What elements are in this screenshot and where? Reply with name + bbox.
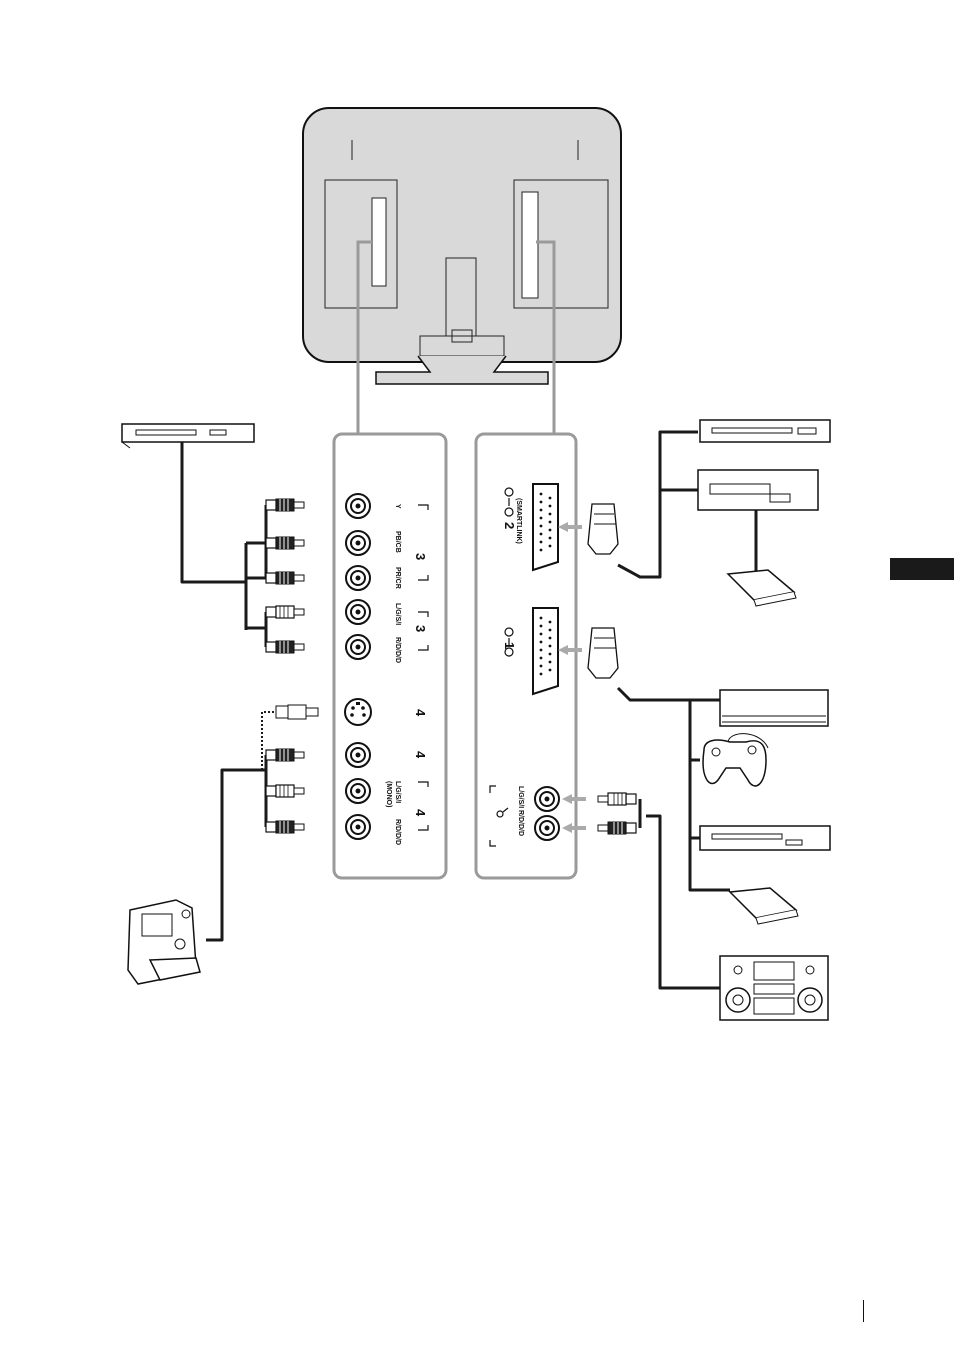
scart1-socket[interactable] <box>532 607 559 696</box>
dvd-player-right-icon <box>699 825 831 851</box>
rca-plugs-left <box>265 498 319 834</box>
component3-label: 3 <box>413 553 428 560</box>
scart-symbols <box>489 487 514 847</box>
svideo4-label: 4 <box>413 709 428 717</box>
audio-out-right-jack[interactable] <box>534 815 560 841</box>
audio3-right-label: R/D/D/D <box>394 637 401 663</box>
pb-label: PB/CB <box>394 531 401 553</box>
component-pr-jack[interactable] <box>345 565 371 591</box>
rca-plugs-right <box>597 792 637 835</box>
scart2-socket[interactable] <box>532 483 559 572</box>
cables <box>180 430 758 990</box>
label-brackets <box>418 504 429 831</box>
footer-rule <box>863 1300 864 1322</box>
audio4-right-label: R/D/D/D <box>394 819 401 845</box>
right-scart-panel <box>474 432 578 880</box>
component-y-jack[interactable] <box>345 493 371 519</box>
audio4-mono-label: (MONO) <box>385 781 392 807</box>
y-label: Y <box>394 504 401 509</box>
audio4-label: 4 <box>413 809 428 817</box>
hifi-system-icon <box>719 955 829 1021</box>
decoder-box-1-icon <box>726 569 797 607</box>
audio3-right-jack[interactable] <box>345 634 371 660</box>
video4-jack[interactable] <box>345 742 371 768</box>
audio-out-left-jack[interactable] <box>534 786 560 812</box>
decoder-box-2-icon <box>728 887 799 925</box>
vcr-top-right-icon <box>699 419 831 443</box>
scart2-sub-label: (SMARTLINK) <box>515 498 522 544</box>
game-console-icon <box>702 689 829 787</box>
callout-lines <box>356 240 556 434</box>
pr-label: PR/CR <box>394 567 401 589</box>
audio4-left-label: L/G/S/I <box>394 781 401 803</box>
dotted-svideo-cable <box>261 711 276 770</box>
audio4-right-jack[interactable] <box>345 814 371 840</box>
audio3-left-jack[interactable] <box>345 599 371 625</box>
video4-label: 4 <box>413 751 428 759</box>
audio4-left-jack[interactable] <box>345 778 371 804</box>
audio3-label: 3 <box>413 625 428 632</box>
dvd-player-left-icon <box>121 423 255 449</box>
tv-rear-view <box>302 107 622 385</box>
recorder-right-icon <box>697 469 819 511</box>
section-tab-marker <box>890 558 954 580</box>
svideo4-jack[interactable] <box>344 698 372 726</box>
component-pb-jack[interactable] <box>345 530 371 556</box>
audio-out-left-label: L/G/S/I <box>517 786 524 808</box>
audio3-left-label: L/G/S/I <box>394 603 401 625</box>
camcorder-icon <box>127 899 201 985</box>
scart2-label: 2 <box>502 522 517 529</box>
scart-plug-2 <box>587 503 619 555</box>
scart-plug-1 <box>587 627 619 679</box>
audio-out-right-label: R/D/D/D <box>517 810 524 836</box>
